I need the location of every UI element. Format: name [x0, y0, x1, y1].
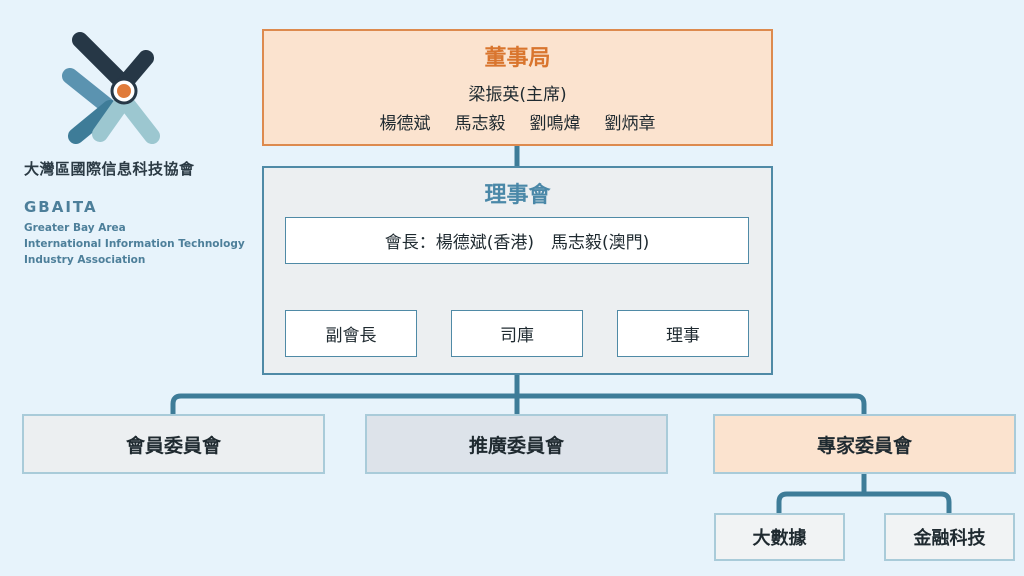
- org-name-en-line-1: Greater Bay Area: [24, 222, 126, 234]
- org-name-zh: 大灣區國際信息科技協會: [24, 160, 195, 178]
- board-chair: 梁振英(主席): [468, 85, 567, 105]
- board-member: 劉炳章: [604, 114, 656, 134]
- role-treasurer: 司庫: [451, 310, 583, 357]
- committee-membership: 會員委員會: [22, 414, 325, 474]
- gbaita-logo-icon: [62, 32, 160, 144]
- subgroup-fintech: 金融科技: [884, 513, 1015, 561]
- role-vice-president: 副會長: [285, 310, 417, 357]
- board-member: 馬志毅: [454, 114, 506, 134]
- board-members: 楊德斌 馬志毅 劉鳴煒 劉炳章: [262, 109, 773, 134]
- board-box: [262, 29, 773, 146]
- board-title: 董事局: [484, 46, 551, 71]
- org-name-en-line-3: Industry Association: [24, 254, 146, 266]
- council-presidents: 會長：楊德斌(香港) 馬志毅(澳門): [285, 217, 749, 264]
- org-abbr: GBAITA: [24, 198, 98, 216]
- council-title: 理事會: [484, 183, 551, 208]
- org-name-en-line-2: International Information Technology: [24, 238, 245, 250]
- board-member: 楊德斌: [379, 114, 431, 134]
- board-member: 劉鳴煒: [529, 114, 581, 134]
- role-director: 理事: [617, 310, 749, 357]
- committee-promotion: 推廣委員會: [365, 414, 668, 474]
- subgroup-big-data: 大數據: [714, 513, 845, 561]
- committee-expert: 專家委員會: [713, 414, 1016, 474]
